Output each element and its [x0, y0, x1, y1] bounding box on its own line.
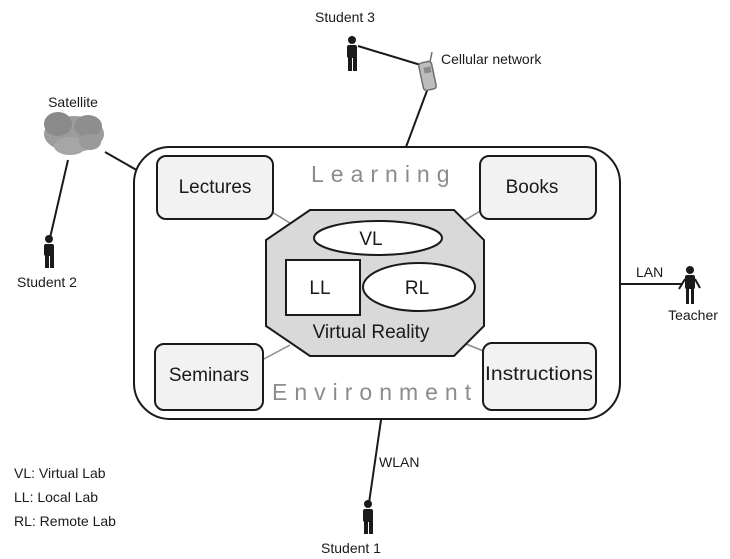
wlan-label: WLAN [379, 454, 419, 470]
legend-item-rl: RL: Remote Lab [14, 513, 116, 529]
satellite-cloud-icon [44, 112, 104, 155]
lectures-box [156, 155, 274, 220]
cellular-network-label: Cellular network [441, 51, 542, 67]
abbreviation-legend: VL: Virtual Lab LL: Local Lab RL: Remote… [14, 461, 116, 533]
legend-item-vl: VL: Virtual Lab [14, 465, 106, 481]
link-student3-cellular [357, 45, 425, 67]
satellite-label: Satellite [48, 94, 98, 110]
legend-item-ll: LL: Local Lab [14, 489, 99, 505]
link-satellite-environment [104, 151, 141, 173]
ll-box [285, 259, 361, 316]
vl-ellipse [313, 220, 443, 256]
student1-person-icon [363, 500, 373, 534]
rl-ellipse [362, 262, 476, 312]
lectures-label: Lectures [179, 177, 252, 198]
seminars-box [154, 343, 264, 411]
student2-person-icon [44, 235, 54, 268]
student1-label: Student 1 [321, 540, 381, 556]
vl-label: VL [359, 229, 382, 250]
virtual-reality-label: Virtual Reality [313, 322, 430, 343]
instructions-box [482, 342, 597, 411]
link-cellular-environment [405, 87, 429, 148]
ll-label: LL [309, 278, 330, 299]
teacher-label: Teacher [668, 307, 718, 323]
connection-lines [49, 45, 683, 504]
lan-label: LAN [636, 264, 663, 280]
rl-label: RL [405, 278, 429, 299]
link-wlan [368, 419, 382, 504]
student2-label: Student 2 [17, 274, 77, 290]
instructions-label: Instructions [485, 364, 593, 385]
link-satellite-student2 [49, 159, 69, 239]
teacher-person-icon [678, 266, 701, 304]
books-box [479, 155, 597, 220]
student3-person-icon [347, 36, 357, 71]
spoke-seminars [261, 344, 291, 361]
environment-title: Environment [272, 379, 478, 405]
student3-label: Student 3 [315, 9, 375, 25]
seminars-label: Seminars [169, 365, 249, 386]
books-label: Books [506, 177, 559, 198]
cellular-phone-icon [418, 51, 437, 92]
learning-title: Learning [311, 161, 457, 187]
